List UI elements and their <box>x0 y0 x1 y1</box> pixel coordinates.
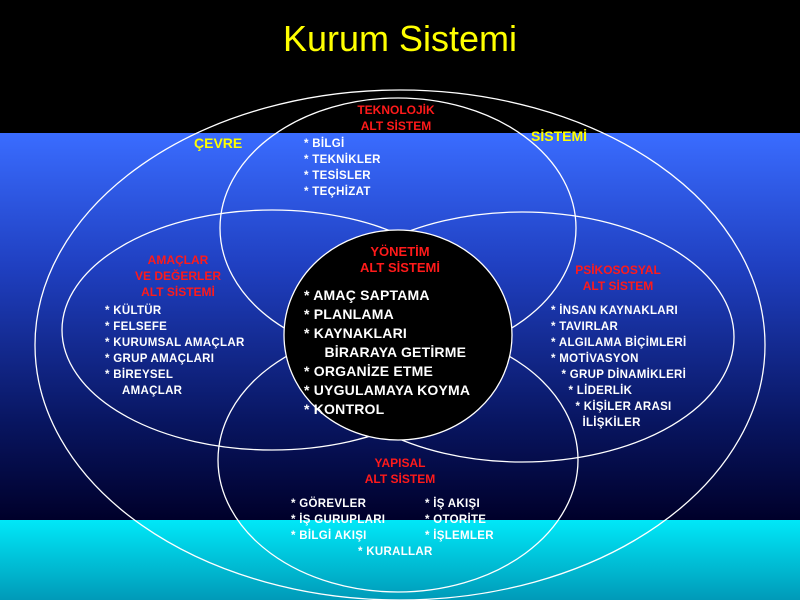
structural-title: YAPISAL ALT SİSTEM <box>340 455 460 487</box>
list-item: * KÜLTÜR <box>105 305 162 317</box>
psychosocial-title-line: ALT SİSTEM <box>582 279 654 293</box>
list-item: * KURUMSAL AMAÇLAR <box>105 337 245 349</box>
list-item: * KAYNAKLARI <box>304 325 408 341</box>
technological-title: TEKNOLOJİK ALT SİSTEM <box>330 102 462 134</box>
list-item: * BİREYSEL <box>105 369 174 381</box>
management-title-line: ALT SİSTEMİ <box>360 260 440 275</box>
structural-list-bottom: * KURALLAR <box>358 546 433 558</box>
list-item: İLİŞKİLER <box>551 417 641 429</box>
technological-list: * BİLGİ * TEKNİKLER * TESİSLER * TEÇHİZA… <box>304 136 381 200</box>
goals-title: AMAÇLAR VE DEĞERLER ALT SİSTEMİ <box>116 252 240 300</box>
structural-title-line: ALT SİSTEM <box>364 472 436 486</box>
list-item: * TEKNİKLER <box>304 154 381 166</box>
technological-title-line: ALT SİSTEM <box>360 119 432 133</box>
list-item: * İŞ GURUPLARI <box>291 514 386 526</box>
list-item: * FELSEFE <box>105 321 168 333</box>
management-list: * AMAÇ SAPTAMA * PLANLAMA * KAYNAKLARI B… <box>304 286 470 419</box>
list-item: * TEÇHİZAT <box>304 186 371 198</box>
technological-title-line: TEKNOLOJİK <box>357 103 435 117</box>
list-item: * İNSAN KAYNAKLARI <box>551 305 679 317</box>
list-item: * GRUP DİNAMİKLERİ <box>551 369 687 381</box>
list-item: * LİDERLİK <box>551 385 633 397</box>
management-core <box>283 229 513 441</box>
management-title-line: YÖNETİM <box>370 244 430 259</box>
list-item: * ORGANİZE ETME <box>304 363 434 379</box>
list-item: * KONTROL <box>304 401 385 417</box>
management-title: YÖNETİM ALT SİSTEMİ <box>340 244 460 276</box>
list-item: * TAVIRLAR <box>551 321 619 333</box>
structural-list-right: * İŞ AKIŞI * OTORİTE * İŞLEMLER <box>425 496 494 544</box>
list-item: * BİLGİ <box>304 138 345 150</box>
list-item: * GÖREVLER <box>291 498 367 510</box>
psychosocial-list: * İNSAN KAYNAKLARI * TAVIRLAR * ALGILAMA… <box>551 303 686 431</box>
list-item: * BİLGİ AKIŞI <box>291 530 367 542</box>
environment-ellipse <box>34 89 766 600</box>
goals-title-line: VE DEĞERLER <box>134 269 221 283</box>
goals-title-line: AMAÇLAR <box>147 253 209 267</box>
structural-list-left: * GÖREVLER * İŞ GURUPLARI * BİLGİ AKIŞI <box>291 496 385 544</box>
list-item: BİRARAYA GETİRME <box>304 344 467 360</box>
list-item: * TESİSLER <box>304 170 371 182</box>
environment-label-right: SİSTEMİ <box>531 128 588 144</box>
page-title: Kurum Sistemi <box>282 18 518 59</box>
psychosocial-title-line: PSİKOSOSYAL <box>575 263 661 277</box>
list-item: * OTORİTE <box>425 514 487 526</box>
environment-label-left: ÇEVRE <box>194 135 243 151</box>
list-item: * İŞLEMLER <box>425 530 494 542</box>
list-item: * KİŞİLER ARASI <box>551 401 672 413</box>
list-item: * ALGILAMA BİÇİMLERİ <box>551 337 687 349</box>
structural-title-line: YAPISAL <box>374 456 426 470</box>
goals-list: * KÜLTÜR * FELSEFE * KURUMSAL AMAÇLAR * … <box>105 303 245 399</box>
list-item: * MOTİVASYON <box>551 353 639 365</box>
list-item: * İŞ AKIŞI <box>425 498 480 510</box>
list-item: AMAÇLAR <box>105 385 183 397</box>
list-item: * AMAÇ SAPTAMA <box>304 287 430 303</box>
list-item: * GRUP AMAÇLARI <box>105 353 215 365</box>
psychosocial-title: PSİKOSOSYAL ALT SİSTEM <box>556 262 680 294</box>
goals-title-line: ALT SİSTEMİ <box>141 285 215 299</box>
list-item: * UYGULAMAYA KOYMA <box>304 382 471 398</box>
list-item: * PLANLAMA <box>304 306 394 322</box>
